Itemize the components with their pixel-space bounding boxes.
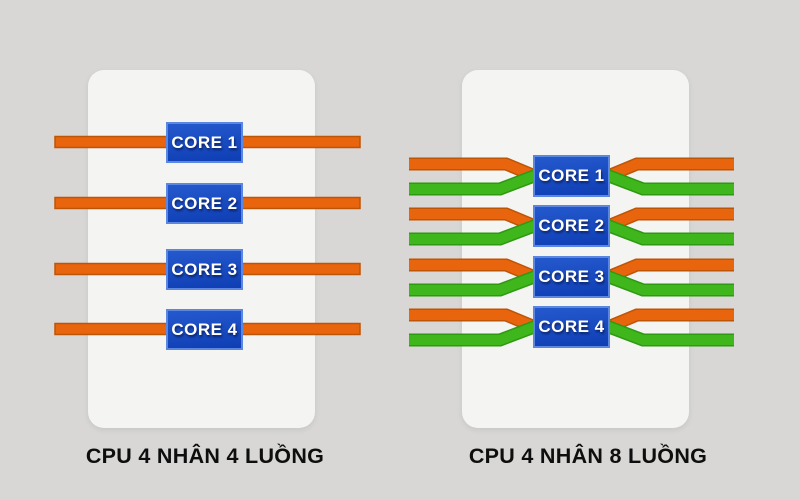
core-box-left-4: CORE 4 [166, 309, 243, 350]
core-box-right-2: CORE 2 [533, 205, 610, 247]
core-box-right-4: CORE 4 [533, 306, 610, 348]
core-box-right-1: CORE 1 [533, 155, 610, 197]
cpu-card-right [462, 70, 689, 428]
core-box-right-3: CORE 3 [533, 256, 610, 298]
core-box-left-3: CORE 3 [166, 249, 243, 290]
caption-right-panel: CPU 4 NHÂN 8 LUỒNG [468, 444, 708, 468]
left-panel-thread-bars [54, 135, 361, 336]
caption-left-panel: CPU 4 NHÂN 4 LUỒNG [85, 444, 325, 468]
core-box-left-1: CORE 1 [166, 122, 243, 163]
core-box-left-2: CORE 2 [166, 183, 243, 224]
